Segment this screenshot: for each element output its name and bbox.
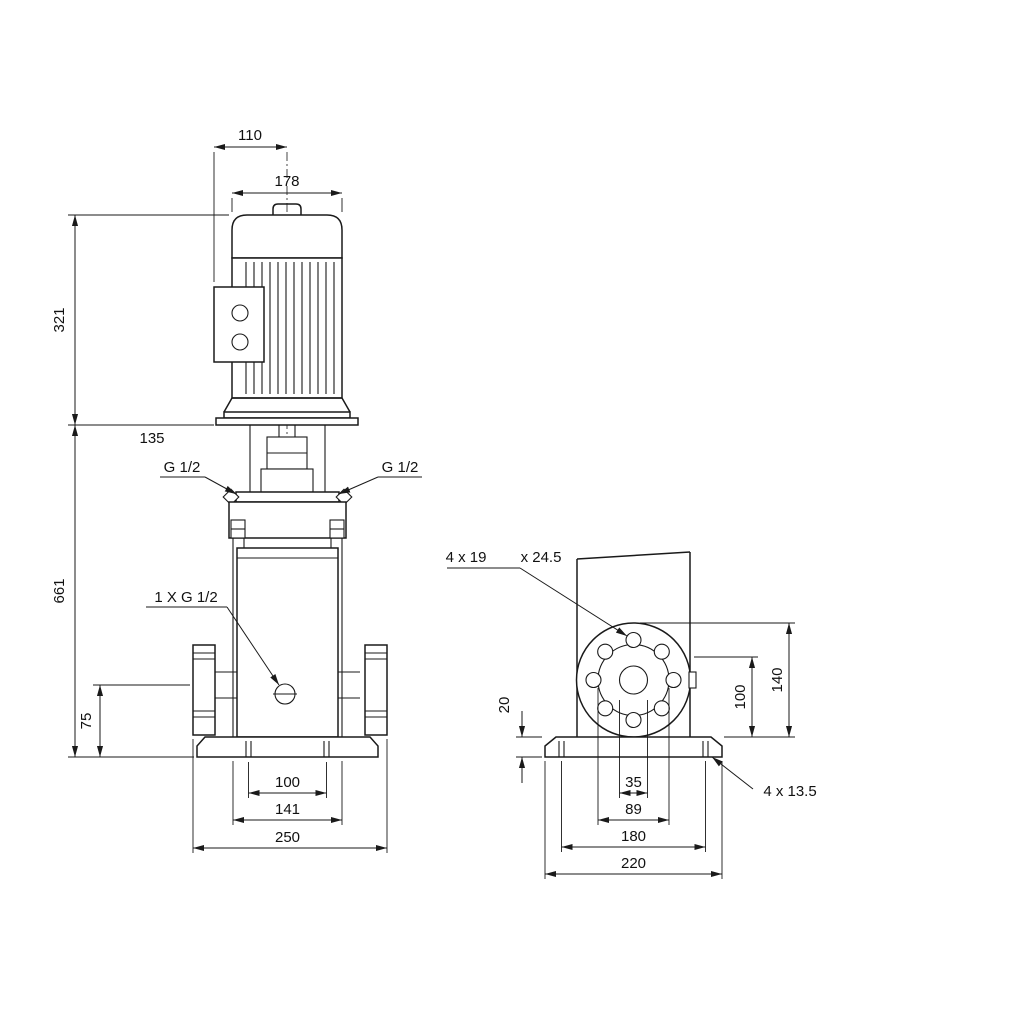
base-holes-side bbox=[558, 741, 709, 757]
side-sleeve-break bbox=[576, 551, 691, 560]
dim-110: 110 bbox=[238, 127, 262, 144]
motor bbox=[213, 203, 359, 426]
leader-flange-holes bbox=[519, 567, 628, 637]
motor-flange-taper bbox=[223, 397, 351, 413]
label-drain-port: 1 X G 1/2 bbox=[154, 589, 217, 606]
ext-35 bbox=[619, 700, 648, 798]
label-g12-right: G 1/2 bbox=[382, 459, 419, 476]
side-sleeve bbox=[576, 552, 691, 737]
bolt-hole bbox=[597, 700, 614, 717]
flange-bolt-circle bbox=[585, 631, 682, 729]
dim-141: 141 bbox=[275, 801, 300, 818]
fan-cover bbox=[231, 214, 343, 259]
dim-220: 220 bbox=[621, 855, 646, 872]
discharge-flange bbox=[364, 644, 388, 736]
dim-250: 250 bbox=[275, 829, 300, 846]
staybolts bbox=[232, 538, 343, 737]
labels-front: G 1/2 G 1/2 1 X G 1/2 bbox=[146, 459, 422, 686]
coupling-section bbox=[249, 425, 326, 493]
ports bbox=[192, 644, 388, 736]
label-base-holes: 4 x 13.5 bbox=[763, 783, 816, 800]
label-flange-holes: 4 x 19 bbox=[446, 549, 487, 566]
bolt-hole bbox=[625, 631, 642, 649]
ext-180 bbox=[561, 761, 706, 852]
front-view: 110 178 321 135 661 75 100 bbox=[51, 127, 422, 853]
dim-100-front: 100 bbox=[275, 774, 300, 791]
labels-side: 4 x 19 x 24.5 4 x 13.5 bbox=[446, 549, 817, 800]
ext-140 bbox=[640, 622, 795, 738]
head-body bbox=[228, 501, 347, 539]
base bbox=[196, 736, 379, 758]
bolt-hole bbox=[653, 700, 670, 717]
bolt-hole bbox=[597, 643, 614, 660]
bolt-hole bbox=[585, 671, 602, 689]
cable-entry-top bbox=[231, 304, 249, 322]
dim-100-side: 100 bbox=[732, 684, 749, 709]
side-view: 20 100 140 35 89 180 220 bbox=[446, 549, 817, 879]
leader-base-holes bbox=[711, 756, 754, 790]
leader-g12-left bbox=[204, 476, 237, 495]
flange-bolt-holes bbox=[193, 652, 387, 718]
pump-head bbox=[222, 488, 353, 548]
ext-220 bbox=[544, 761, 723, 879]
dim-180: 180 bbox=[621, 828, 646, 845]
sleeve bbox=[236, 547, 339, 738]
leader-drain bbox=[226, 606, 280, 686]
terminal-box bbox=[213, 286, 265, 363]
dim-178: 178 bbox=[274, 173, 299, 190]
motor-stool-plate bbox=[215, 417, 359, 426]
label-flange-holes-counterbore: x 24.5 bbox=[521, 549, 562, 566]
dim-140: 140 bbox=[769, 667, 786, 692]
port-bore bbox=[618, 665, 649, 695]
ext-20 bbox=[516, 736, 542, 758]
pump-sleeve bbox=[232, 538, 343, 738]
port-pipes bbox=[215, 671, 360, 699]
dim-89: 89 bbox=[625, 801, 642, 818]
dim-321: 321 bbox=[51, 307, 68, 332]
seal-housing bbox=[260, 468, 314, 493]
side-pump-body bbox=[544, 551, 723, 758]
label-g12-left: G 1/2 bbox=[164, 459, 201, 476]
gauge-tap bbox=[688, 671, 697, 689]
head-neck bbox=[243, 538, 332, 548]
ext-178 bbox=[231, 198, 343, 212]
ext-89 bbox=[597, 688, 670, 825]
motor-flange bbox=[223, 411, 351, 419]
dimensions-side: 20 100 140 35 89 180 220 bbox=[496, 622, 795, 879]
bolt-hole bbox=[653, 643, 670, 660]
bolt-hole bbox=[665, 671, 682, 689]
dimensions-front: 110 178 321 135 661 75 100 bbox=[51, 127, 388, 853]
dim-135: 135 bbox=[139, 430, 164, 447]
ext-321 bbox=[68, 214, 229, 426]
base-plate-front bbox=[196, 736, 379, 758]
dim-20: 20 bbox=[496, 697, 513, 714]
dim-35: 35 bbox=[625, 774, 642, 791]
dim-661: 661 bbox=[51, 578, 68, 603]
dim-75: 75 bbox=[78, 713, 95, 730]
stool-legs bbox=[249, 425, 326, 492]
leader-g12-right bbox=[338, 476, 379, 495]
lifting-eye bbox=[272, 203, 302, 215]
cable-entry-bottom bbox=[231, 333, 249, 351]
ext-250 bbox=[192, 739, 388, 853]
ext-141 bbox=[232, 761, 343, 825]
base-plate-side bbox=[544, 736, 723, 758]
base-holes-front bbox=[245, 741, 330, 757]
head-top-plate bbox=[235, 491, 340, 503]
suction-flange bbox=[192, 644, 216, 736]
bolt-hole bbox=[625, 711, 642, 729]
